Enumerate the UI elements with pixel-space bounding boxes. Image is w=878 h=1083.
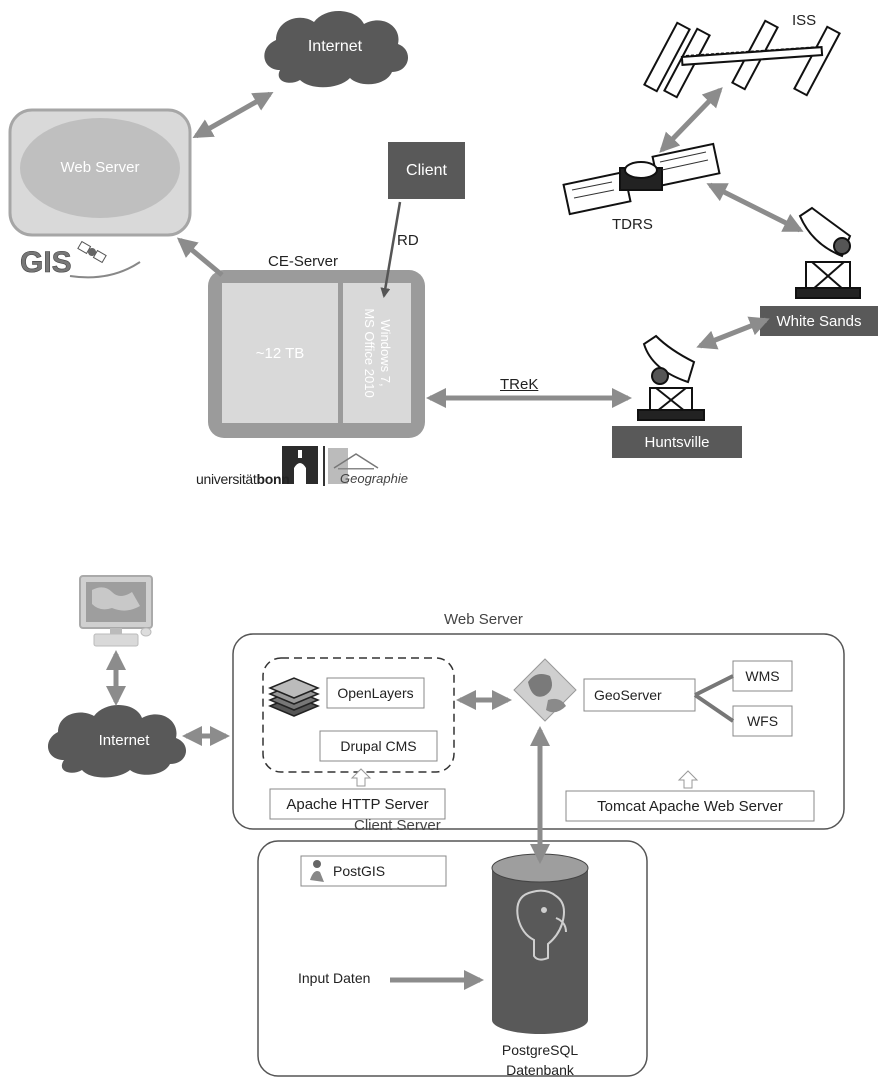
tdrs-satellite — [562, 142, 721, 216]
geographie-logo — [328, 448, 379, 484]
bottom-arrows — [106, 650, 550, 990]
gis-logo: GIS — [18, 240, 141, 279]
ce-server-box — [208, 270, 425, 438]
internet-cloud-top — [264, 10, 409, 88]
datenbank-label: Datenbank — [506, 1062, 574, 1078]
geoserver-box — [583, 678, 696, 712]
white-sands-label: White Sands — [776, 312, 862, 330]
tdrs-label: TDRS — [612, 216, 653, 233]
top-arrows — [176, 87, 804, 408]
postgis-box — [300, 855, 447, 887]
apache-http-label: Apache HTTP Server — [286, 795, 429, 813]
openlayers-label: OpenLayers — [337, 685, 414, 701]
apache-up-arrow — [350, 768, 372, 787]
geoserver-fork — [693, 674, 735, 723]
rd-label: RD — [397, 232, 419, 249]
client-server-frame — [257, 840, 648, 1077]
trek-label: TReK — [500, 376, 539, 393]
client-label: Client — [406, 161, 447, 179]
iss-station — [643, 19, 841, 99]
internet-label-bottom: Internet — [98, 731, 150, 749]
arrow-tdrs-whitesands — [706, 182, 804, 233]
drupal-label: Drupal CMS — [340, 738, 417, 754]
postgis-icon — [310, 860, 324, 882]
globe-icon — [513, 658, 577, 722]
drupal-box — [319, 730, 438, 762]
client-box — [388, 142, 465, 199]
computer-icon — [79, 575, 153, 647]
arrow-webserver-internet — [192, 91, 274, 139]
office-label: MS Office 2010 — [362, 308, 377, 398]
openlayers-box — [326, 677, 425, 709]
wms-box — [732, 660, 793, 692]
geoserver-label: GeoServer — [594, 687, 662, 703]
postgresql-label: PostgreSQL — [501, 1042, 579, 1058]
layers-icon — [268, 677, 320, 717]
client-server-title: Client Server — [354, 817, 441, 834]
huntsville-label: Huntsville — [644, 433, 710, 451]
windows-label: Windows 7, — [378, 319, 393, 387]
wfs-label: WFS — [746, 713, 779, 729]
internet-cloud-bottom — [47, 704, 187, 778]
iss-label: ISS — [792, 12, 817, 29]
arrow-whitesands-huntsville — [696, 316, 770, 350]
tomcat-up-arrow — [677, 770, 699, 789]
postgis-label: PostGIS — [333, 863, 386, 879]
tomcat-label: Tomcat Apache Web Server — [597, 797, 783, 815]
arrow-ceserver-webserver — [176, 237, 224, 277]
web-server-label-top: Web Server — [60, 158, 140, 176]
svg-text:GIS: GIS — [20, 246, 72, 279]
white-sands-box — [760, 306, 878, 336]
huntsville-dish — [637, 334, 705, 421]
apache-http-box — [269, 788, 446, 820]
uni-bonn-wordmark: universitätbonn — [196, 471, 290, 487]
arrow-tdrs-iss — [659, 87, 723, 153]
storage-label: ~12 TB — [255, 344, 305, 362]
arrow-client-ceserver — [380, 201, 402, 298]
geographie-wordmark: Geographie — [340, 471, 408, 486]
web-server-box-top — [8, 108, 192, 237]
uni-bonn-logo — [282, 446, 325, 486]
ce-server-label: CE-Server — [268, 253, 339, 270]
web-server-title: Web Server — [444, 611, 523, 628]
wms-label: WMS — [745, 668, 780, 684]
huntsville-box — [612, 426, 742, 458]
tomcat-box — [565, 790, 815, 822]
internet-label-top: Internet — [307, 38, 363, 55]
database-cylinder — [491, 853, 589, 1034]
postgresql-elephant-icon — [516, 889, 567, 961]
windows-label-group: Windows 7, MS Office 2010 — [344, 285, 410, 421]
input-daten-label: Input Daten — [298, 970, 371, 986]
white-sands-dish — [795, 206, 861, 299]
